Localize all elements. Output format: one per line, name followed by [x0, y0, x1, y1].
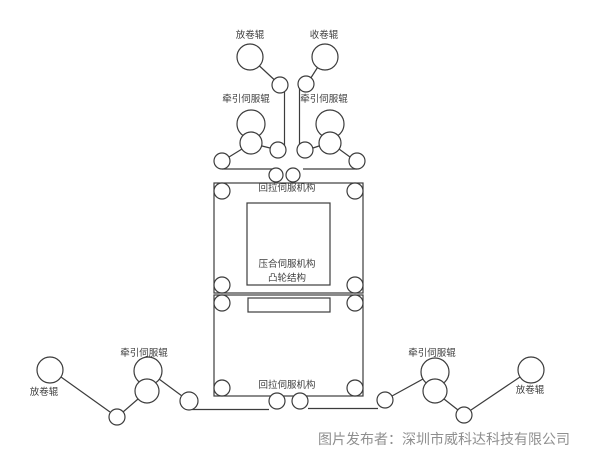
- traction-roller-lower-circle: [318, 131, 342, 155]
- traction-servo-top-right-label: 牵引伺服辊: [300, 93, 348, 105]
- frame-corner-roller: [346, 182, 364, 200]
- top-right-rewind-chain: 收卷辊: [297, 29, 339, 93]
- rewind-roller-circle: [311, 43, 339, 71]
- feed-roller-circle: [285, 167, 301, 183]
- idler-roller-circle: [271, 76, 289, 94]
- web-line: [158, 378, 183, 397]
- idler-roller-circle: [455, 406, 473, 424]
- frame-corner-roller: [213, 182, 231, 200]
- unwind-roller-top-label: 放卷辊: [236, 29, 265, 41]
- lower-frame-inner-bar: [247, 297, 331, 313]
- web-line: [60, 376, 111, 413]
- cam-structure-label: 凸轮结构: [268, 272, 306, 284]
- unwind-roller-circle: [236, 43, 264, 71]
- unwind-roller-bottom-right-label: 放卷辊: [516, 384, 545, 396]
- corner-idler-circle: [213, 152, 231, 170]
- frame-corner-roller: [213, 379, 231, 397]
- idler-roller-circle: [179, 391, 199, 411]
- web-line: [443, 398, 459, 411]
- press-cam-unit-outline: [246, 202, 331, 286]
- unwind-roller-circle: [36, 356, 64, 384]
- idler-roller-circle: [376, 391, 394, 409]
- lower-frame-outline: [213, 294, 364, 397]
- inner-idler-circle: [269, 141, 287, 159]
- bottom-right-unwind-chain: 牵引伺服辊 放卷辊: [308, 347, 545, 424]
- unwind-roller-bottom-left-label: 放卷辊: [30, 386, 59, 398]
- traction-servo-top-right: 牵引伺服辊: [296, 93, 366, 170]
- frame-corner-roller: [346, 294, 364, 312]
- idler-roller-circle: [108, 408, 126, 426]
- corner-idler-circle: [348, 152, 366, 170]
- traction-roller-lower-circle: [422, 378, 448, 404]
- traction-roller-lower-circle: [239, 131, 263, 155]
- top-left-unwind-chain: 放卷辊: [236, 29, 289, 94]
- lower-pullback-frame: 回拉伺服机构: [213, 294, 364, 410]
- web-line: [122, 398, 139, 413]
- web-line: [338, 148, 351, 158]
- web-line: [261, 145, 271, 149]
- pullback-servo-bottom-label: 回拉伺服机构: [258, 379, 315, 391]
- exit-roller-circle: [268, 392, 286, 410]
- traction-servo-bottom-left-label: 牵引伺服辊: [120, 347, 168, 359]
- frame-corner-roller: [346, 379, 364, 397]
- traction-servo-top-left: 牵引伺服辊: [213, 93, 287, 170]
- bottom-left-unwind-chain: 放卷辊 牵引伺服辊: [30, 347, 269, 426]
- idler-roller-circle: [297, 75, 315, 93]
- traction-roller-lower-circle: [134, 378, 160, 404]
- traction-servo-bottom-right-label: 牵引伺服辊: [408, 347, 456, 359]
- upper-pullback-frame: 回拉伺服机构 压合伺服机构 凸轮结构: [213, 182, 364, 294]
- publisher-credit: 图片发布者：深圳市威科达科技有限公司: [318, 431, 570, 448]
- web-line: [470, 376, 521, 411]
- unwind-roller-circle: [517, 356, 545, 384]
- frame-corner-roller: [346, 276, 364, 294]
- web-line: [309, 67, 319, 79]
- web-line: [228, 148, 243, 158]
- pullback-servo-top-label: 回拉伺服机构: [258, 182, 315, 194]
- web-line: [312, 145, 320, 149]
- web-line: [391, 378, 424, 397]
- inner-idler-circle: [296, 141, 314, 159]
- press-servo-label: 压合伺服机构: [258, 258, 315, 270]
- frame-corner-roller: [213, 276, 231, 294]
- feed-roller-circle: [268, 167, 284, 183]
- exit-roller-circle: [291, 392, 309, 410]
- web-line: [259, 65, 275, 80]
- rewind-roller-top-label: 收卷辊: [310, 29, 339, 41]
- traction-servo-top-left-label: 牵引伺服辊: [222, 93, 270, 105]
- frame-corner-roller: [213, 294, 231, 312]
